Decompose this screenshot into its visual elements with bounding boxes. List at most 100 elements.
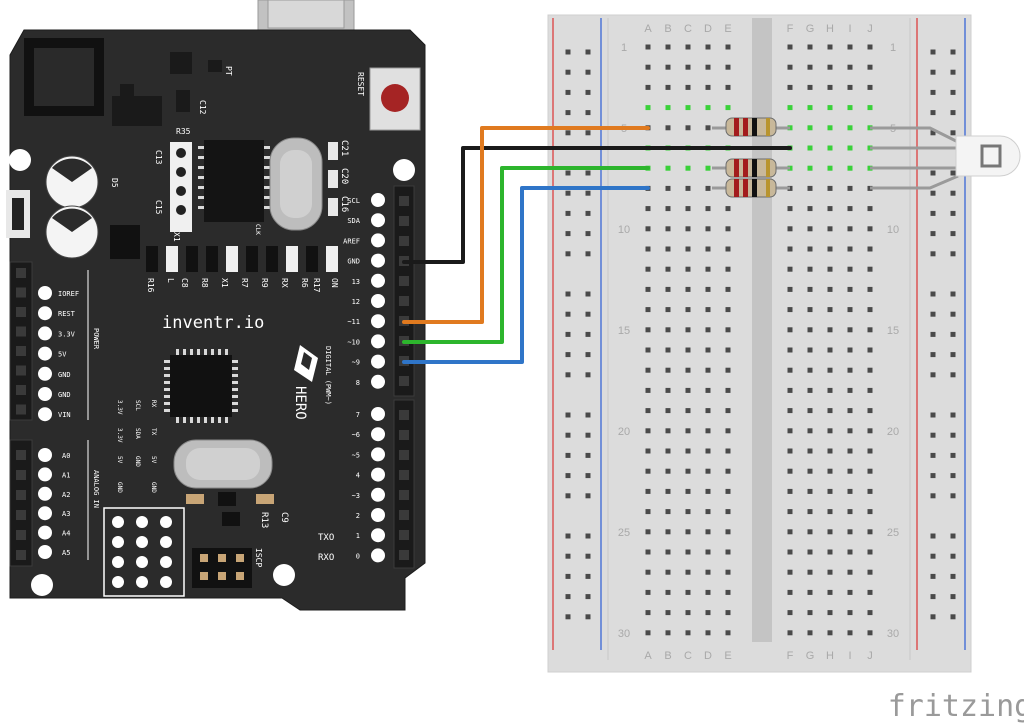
digital-pin[interactable] <box>371 354 385 369</box>
digital-pin[interactable] <box>371 447 385 462</box>
breadboard-hole[interactable] <box>807 307 813 313</box>
breadboard-hole[interactable] <box>705 165 711 171</box>
breadboard-hole[interactable] <box>827 488 833 494</box>
header-hole[interactable] <box>399 510 409 520</box>
breadboard-hole[interactable] <box>807 448 813 454</box>
rail-hole[interactable] <box>930 69 936 75</box>
breadboard-hole[interactable] <box>867 84 873 90</box>
rail-hole[interactable] <box>585 493 591 499</box>
rail-hole[interactable] <box>585 473 591 479</box>
rail-hole[interactable] <box>585 311 591 317</box>
header-hole[interactable] <box>16 385 26 395</box>
breadboard-hole[interactable] <box>705 468 711 474</box>
breadboard-hole[interactable] <box>685 468 691 474</box>
rail-hole[interactable] <box>950 412 956 418</box>
digital-pin[interactable] <box>371 334 385 349</box>
analog-pin[interactable] <box>38 525 52 540</box>
breadboard-hole[interactable] <box>847 488 853 494</box>
breadboard-hole[interactable] <box>665 408 671 414</box>
breadboard-hole[interactable] <box>787 509 793 515</box>
header-hole[interactable] <box>16 268 26 278</box>
header-hole[interactable] <box>399 376 409 386</box>
breadboard-hole[interactable] <box>725 387 731 393</box>
breadboard-hole[interactable] <box>827 125 833 131</box>
breadboard-hole[interactable] <box>685 630 691 636</box>
breadboard-hole[interactable] <box>847 44 853 50</box>
breadboard-hole[interactable] <box>705 610 711 616</box>
rail-hole[interactable] <box>930 170 936 176</box>
breadboard-hole[interactable] <box>787 266 793 272</box>
rail-hole[interactable] <box>565 130 571 136</box>
breadboard-hole[interactable] <box>665 428 671 434</box>
breadboard-hole[interactable] <box>725 367 731 373</box>
digital-pin[interactable] <box>371 193 385 207</box>
rail-hole[interactable] <box>950 231 956 237</box>
breadboard-hole[interactable] <box>787 408 793 414</box>
breadboard-hole[interactable] <box>725 448 731 454</box>
breadboard-hole[interactable] <box>705 428 711 434</box>
breadboard-hole[interactable] <box>847 630 853 636</box>
rail-hole[interactable] <box>565 89 571 95</box>
power-pin[interactable] <box>38 286 52 300</box>
breadboard-hole[interactable] <box>847 84 853 90</box>
breadboard-hole[interactable] <box>685 105 691 111</box>
header-hole[interactable] <box>399 196 409 206</box>
rail-hole[interactable] <box>950 573 956 579</box>
rail-hole[interactable] <box>565 573 571 579</box>
header-hole[interactable] <box>16 470 26 480</box>
breadboard-hole[interactable] <box>665 64 671 70</box>
power-pin[interactable] <box>38 306 52 321</box>
breadboard-hole[interactable] <box>827 367 833 373</box>
rail-hole[interactable] <box>565 594 571 600</box>
rail-hole[interactable] <box>930 311 936 317</box>
rail-hole[interactable] <box>585 594 591 600</box>
breadboard-hole[interactable] <box>725 408 731 414</box>
breadboard-hole[interactable] <box>867 327 873 333</box>
breadboard-hole[interactable] <box>827 448 833 454</box>
breadboard-hole[interactable] <box>827 145 833 151</box>
breadboard-hole[interactable] <box>685 347 691 353</box>
breadboard-hole[interactable] <box>685 549 691 555</box>
breadboard-hole[interactable] <box>705 509 711 515</box>
rail-hole[interactable] <box>950 110 956 116</box>
breadboard-hole[interactable] <box>645 468 651 474</box>
breadboard-hole[interactable] <box>847 266 853 272</box>
breadboard-hole[interactable] <box>787 105 793 111</box>
rail-hole[interactable] <box>930 251 936 257</box>
rail-hole[interactable] <box>930 190 936 196</box>
breadboard-hole[interactable] <box>665 165 671 171</box>
breadboard-hole[interactable] <box>827 105 833 111</box>
breadboard-hole[interactable] <box>685 488 691 494</box>
breadboard-hole[interactable] <box>665 226 671 232</box>
breadboard-hole[interactable] <box>807 610 813 616</box>
breadboard-hole[interactable] <box>665 529 671 535</box>
breadboard-hole[interactable] <box>827 44 833 50</box>
rail-hole[interactable] <box>585 89 591 95</box>
rail-hole[interactable] <box>565 69 571 75</box>
header-hole[interactable] <box>399 236 409 246</box>
breadboard-hole[interactable] <box>787 569 793 575</box>
rail-hole[interactable] <box>565 49 571 55</box>
breadboard-hole[interactable] <box>705 347 711 353</box>
breadboard-hole[interactable] <box>725 549 731 555</box>
breadboard-hole[interactable] <box>685 266 691 272</box>
rail-hole[interactable] <box>930 372 936 378</box>
breadboard-hole[interactable] <box>787 307 793 313</box>
breadboard-hole[interactable] <box>787 64 793 70</box>
header-hole[interactable] <box>399 470 409 480</box>
breadboard-hole[interactable] <box>827 387 833 393</box>
rail-hole[interactable] <box>565 553 571 559</box>
rail-hole[interactable] <box>565 372 571 378</box>
breadboard-hole[interactable] <box>685 206 691 212</box>
resistor[interactable] <box>712 178 790 198</box>
breadboard-hole[interactable] <box>827 327 833 333</box>
breadboard-hole[interactable] <box>645 105 651 111</box>
digital-pin[interactable] <box>371 273 385 288</box>
rail-hole[interactable] <box>585 251 591 257</box>
digital-pin[interactable] <box>371 314 385 329</box>
breadboard-hole[interactable] <box>645 347 651 353</box>
reset-button-cap[interactable] <box>381 84 409 112</box>
rail-hole[interactable] <box>565 473 571 479</box>
breadboard-hole[interactable] <box>705 630 711 636</box>
rail-hole[interactable] <box>950 251 956 257</box>
